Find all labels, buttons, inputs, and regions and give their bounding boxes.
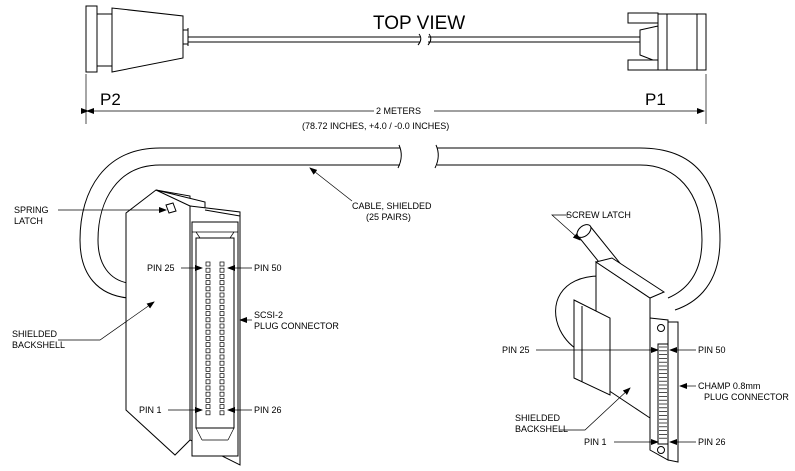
scsi2-pin — [205, 404, 211, 409]
scsi2-pin — [219, 391, 225, 397]
scsi2-pin — [219, 261, 225, 267]
scsi2-pin — [219, 286, 225, 292]
scsi2-pin — [205, 391, 211, 397]
p1-connector — [627, 12, 707, 71]
scsi2-pin — [205, 305, 211, 310]
scsi2-pin — [205, 311, 211, 316]
spring-latch-label-1: SPRING — [14, 205, 49, 215]
scsi2-pin — [205, 323, 211, 329]
left-backshell-label-1: SHIELDED — [12, 329, 58, 339]
spring-latch-label-2: LATCH — [14, 216, 43, 226]
scsi2-pin — [219, 404, 225, 409]
scsi2-pin — [219, 354, 225, 360]
scsi2-pin — [219, 305, 225, 310]
p2-label: P2 — [100, 90, 121, 109]
right-backshell-label-1: SHIELDED — [515, 413, 561, 423]
screw-latch-label: SCREW LATCH — [566, 210, 631, 220]
left-pin26-label: PIN 26 — [254, 405, 282, 415]
scsi2-pin — [205, 342, 211, 347]
scsi2-pin — [205, 261, 211, 267]
right-pin25-label: PIN 25 — [502, 345, 530, 355]
scsi-label-1: SCSI-2 — [254, 310, 283, 320]
right-pin1-label: PIN 1 — [584, 437, 607, 447]
scsi2-pin — [205, 379, 211, 385]
champ-connector — [555, 224, 679, 463]
scsi2-pin — [205, 354, 211, 360]
scsi2-pin — [219, 298, 225, 304]
scsi2-pin — [205, 398, 211, 403]
scsi2-pin — [219, 336, 225, 341]
scsi2-pin — [219, 367, 225, 372]
scsi2-pin — [205, 267, 211, 273]
length-detail: (78.72 INCHES, +4.0 / -0.0 INCHES) — [302, 121, 449, 131]
right-backshell-label-2: BACKSHELL — [515, 424, 568, 434]
scsi2-pin — [205, 360, 211, 366]
champ-label-1: CHAMP 0.8mm — [698, 381, 760, 391]
scsi2-pin — [205, 329, 211, 335]
scsi2-pin — [219, 360, 225, 366]
scsi2-pin — [219, 379, 225, 385]
left-pin50-label: PIN 50 — [254, 263, 282, 273]
scsi2-pin — [205, 410, 211, 416]
right-pin50-label: PIN 50 — [698, 345, 726, 355]
scsi2-pin — [219, 373, 225, 378]
scsi2-pin — [205, 385, 211, 391]
cable-label-2: (25 PAIRS) — [366, 212, 411, 222]
scsi2-pin — [219, 398, 225, 403]
callouts: SPRING LATCH CABLE, SHIELDED (25 PAIRS) … — [12, 167, 789, 447]
scsi2-pin — [205, 298, 211, 304]
top-view-title: TOP VIEW — [373, 13, 465, 34]
champ-pin-array — [659, 346, 667, 439]
length-label: 2 METERS — [376, 106, 421, 116]
p1-label: P1 — [645, 90, 666, 109]
left-backshell-label-2: BACKSHELL — [12, 340, 65, 350]
scsi2-pin — [219, 292, 225, 298]
scsi2-connector — [125, 189, 241, 466]
top-view: TOP VIEW P2 P1 — [85, 5, 707, 109]
left-pin1-label: PIN 1 — [139, 405, 162, 415]
left-pin25-label: PIN 25 — [147, 263, 175, 273]
scsi2-pin — [219, 311, 225, 316]
scsi2-pin — [205, 286, 211, 292]
p2-connector — [85, 5, 189, 73]
scsi-label-2: PLUG CONNECTOR — [254, 321, 339, 331]
champ-label-2: PLUG CONNECTOR — [704, 392, 789, 402]
cable-loop — [79, 144, 721, 311]
scsi2-pin — [219, 274, 225, 279]
right-pin26-label: PIN 26 — [698, 437, 726, 447]
scsi2-pin — [205, 336, 211, 341]
scsi2-pin — [205, 348, 211, 354]
scsi2-pin — [205, 274, 211, 279]
scsi2-pin — [219, 410, 225, 416]
scsi2-pin — [219, 342, 225, 347]
scsi2-pin — [219, 385, 225, 391]
scsi2-pin-array — [205, 261, 225, 416]
length-dimension: 2 METERS (78.72 INCHES, +4.0 / -0.0 INCH… — [81, 74, 707, 131]
scsi2-pin — [219, 280, 225, 285]
scsi2-pin — [219, 323, 225, 329]
scsi2-pin — [219, 348, 225, 354]
scsi2-pin — [219, 317, 225, 323]
scsi2-pin — [205, 292, 211, 298]
top-cable — [188, 33, 640, 46]
scsi2-pin — [205, 280, 211, 285]
scsi2-pin — [219, 329, 225, 335]
cable-label-1: CABLE, SHIELDED — [352, 201, 432, 211]
scsi2-pin — [205, 317, 211, 323]
scsi2-pin — [205, 373, 211, 378]
scsi2-pin — [205, 367, 211, 372]
scsi2-pin — [219, 267, 225, 273]
